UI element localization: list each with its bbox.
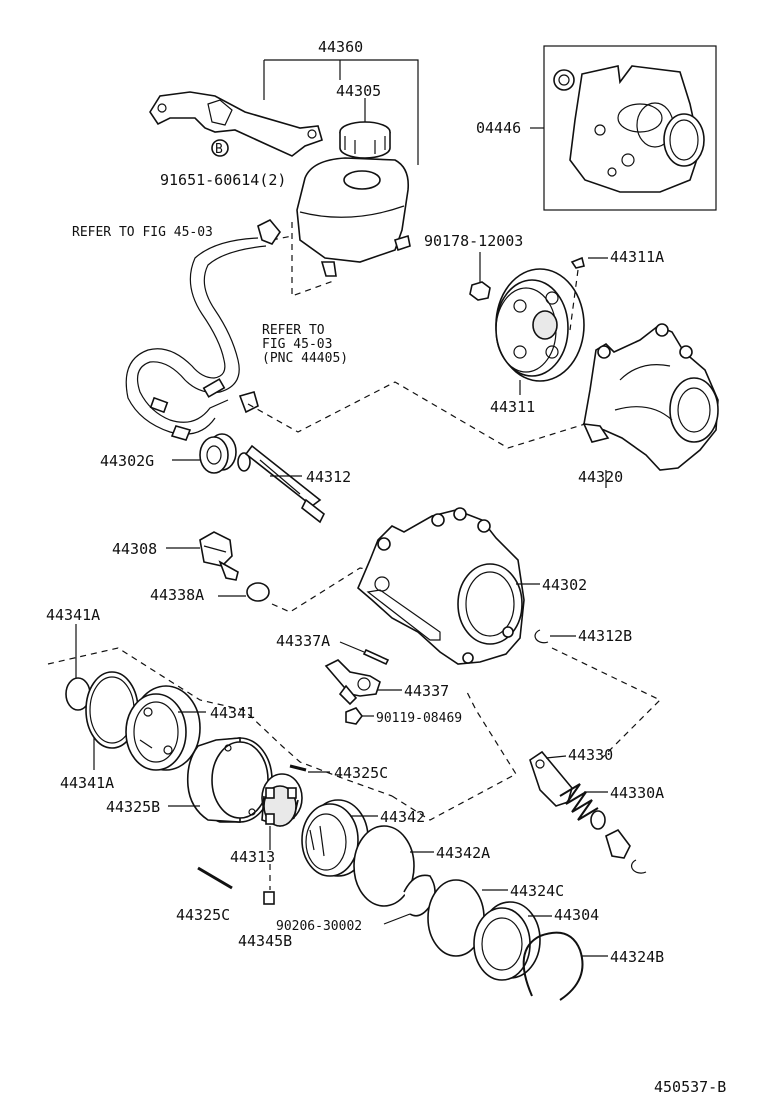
hose-clamp-drawing <box>257 219 281 245</box>
pump-assembly-drawing <box>582 323 719 471</box>
bearing-44302g-drawing <box>199 433 237 474</box>
label-44345b: 44345B <box>238 932 292 950</box>
label-44312b: 44312B <box>578 627 632 645</box>
gasket-kit-box <box>543 45 717 211</box>
cam-ring-44325b-drawing <box>186 737 273 823</box>
label-44311a: 44311A <box>610 248 664 266</box>
housing-44302-drawing <box>357 507 525 665</box>
union-44337-drawing <box>324 659 381 706</box>
label-90206: 90206-30002 <box>276 919 362 934</box>
side-plate-44341-drawing <box>125 685 201 771</box>
label-44325c-bottom: 44325C <box>176 906 230 924</box>
label-44341a-bottom: 44341A <box>60 774 114 792</box>
label-refer-fig-2-line3: (PNC 44405) <box>262 351 348 366</box>
reservoir-cap-drawing <box>339 121 391 159</box>
label-44330a: 44330A <box>610 784 664 802</box>
label-44313: 44313 <box>230 848 275 866</box>
label-44302g: 44302G <box>100 452 154 470</box>
rotor-44313-drawing <box>261 773 303 827</box>
label-44325c-top: 44325C <box>334 764 388 782</box>
label-44342a: 44342A <box>436 844 490 862</box>
side-plate-44342-drawing <box>301 799 369 877</box>
figure-id: 450537-B <box>654 1078 726 1096</box>
label-refer-fig-1: REFER TO FIG 45-03 <box>72 225 213 240</box>
valve-44308-drawing <box>199 531 239 581</box>
label-44302: 44302 <box>542 576 587 594</box>
label-44341: 44341 <box>210 704 255 722</box>
flow-valve-44330-drawing <box>529 750 573 807</box>
reservoir-bracket-drawing <box>149 91 323 157</box>
return-hose-drawing <box>125 237 267 441</box>
label-91651: 91651-60614(2) <box>160 171 286 189</box>
label-refer-fig-2-line1: REFER TO <box>262 323 325 338</box>
nut-90178-drawing <box>469 281 491 301</box>
label-90119: 90119-08469 <box>376 711 462 726</box>
label-44324c: 44324C <box>510 882 564 900</box>
label-44311: 44311 <box>490 398 535 416</box>
label-44325b: 44325B <box>106 798 160 816</box>
label-44312: 44312 <box>306 468 351 486</box>
label-44360: 44360 <box>318 38 363 56</box>
bolt-91651-drawing: B <box>211 139 229 157</box>
label-44305: 44305 <box>336 82 381 100</box>
label-44320: 44320 <box>578 468 623 486</box>
plug-drawing <box>605 828 631 859</box>
label-44304: 44304 <box>554 906 599 924</box>
label-90178: 90178-12003 <box>424 232 523 250</box>
label-refer-fig-2-line2: FIG 45-03 <box>262 337 332 352</box>
label-44341a-top: 44341A <box>46 606 100 624</box>
label-44338a: 44338A <box>150 586 204 604</box>
label-44337a: 44337A <box>276 632 330 650</box>
bolt-badge-b: B <box>215 142 223 157</box>
label-44308: 44308 <box>112 540 157 558</box>
label-04446: 04446 <box>476 119 521 137</box>
label-44337: 44337 <box>404 682 449 700</box>
pulley-drawing <box>495 268 585 382</box>
spring-44330a-drawing <box>559 783 606 830</box>
label-44330: 44330 <box>568 746 613 764</box>
label-44324b: 44324B <box>610 948 664 966</box>
reservoir-tank-drawing <box>296 157 411 277</box>
label-44342: 44342 <box>380 808 425 826</box>
